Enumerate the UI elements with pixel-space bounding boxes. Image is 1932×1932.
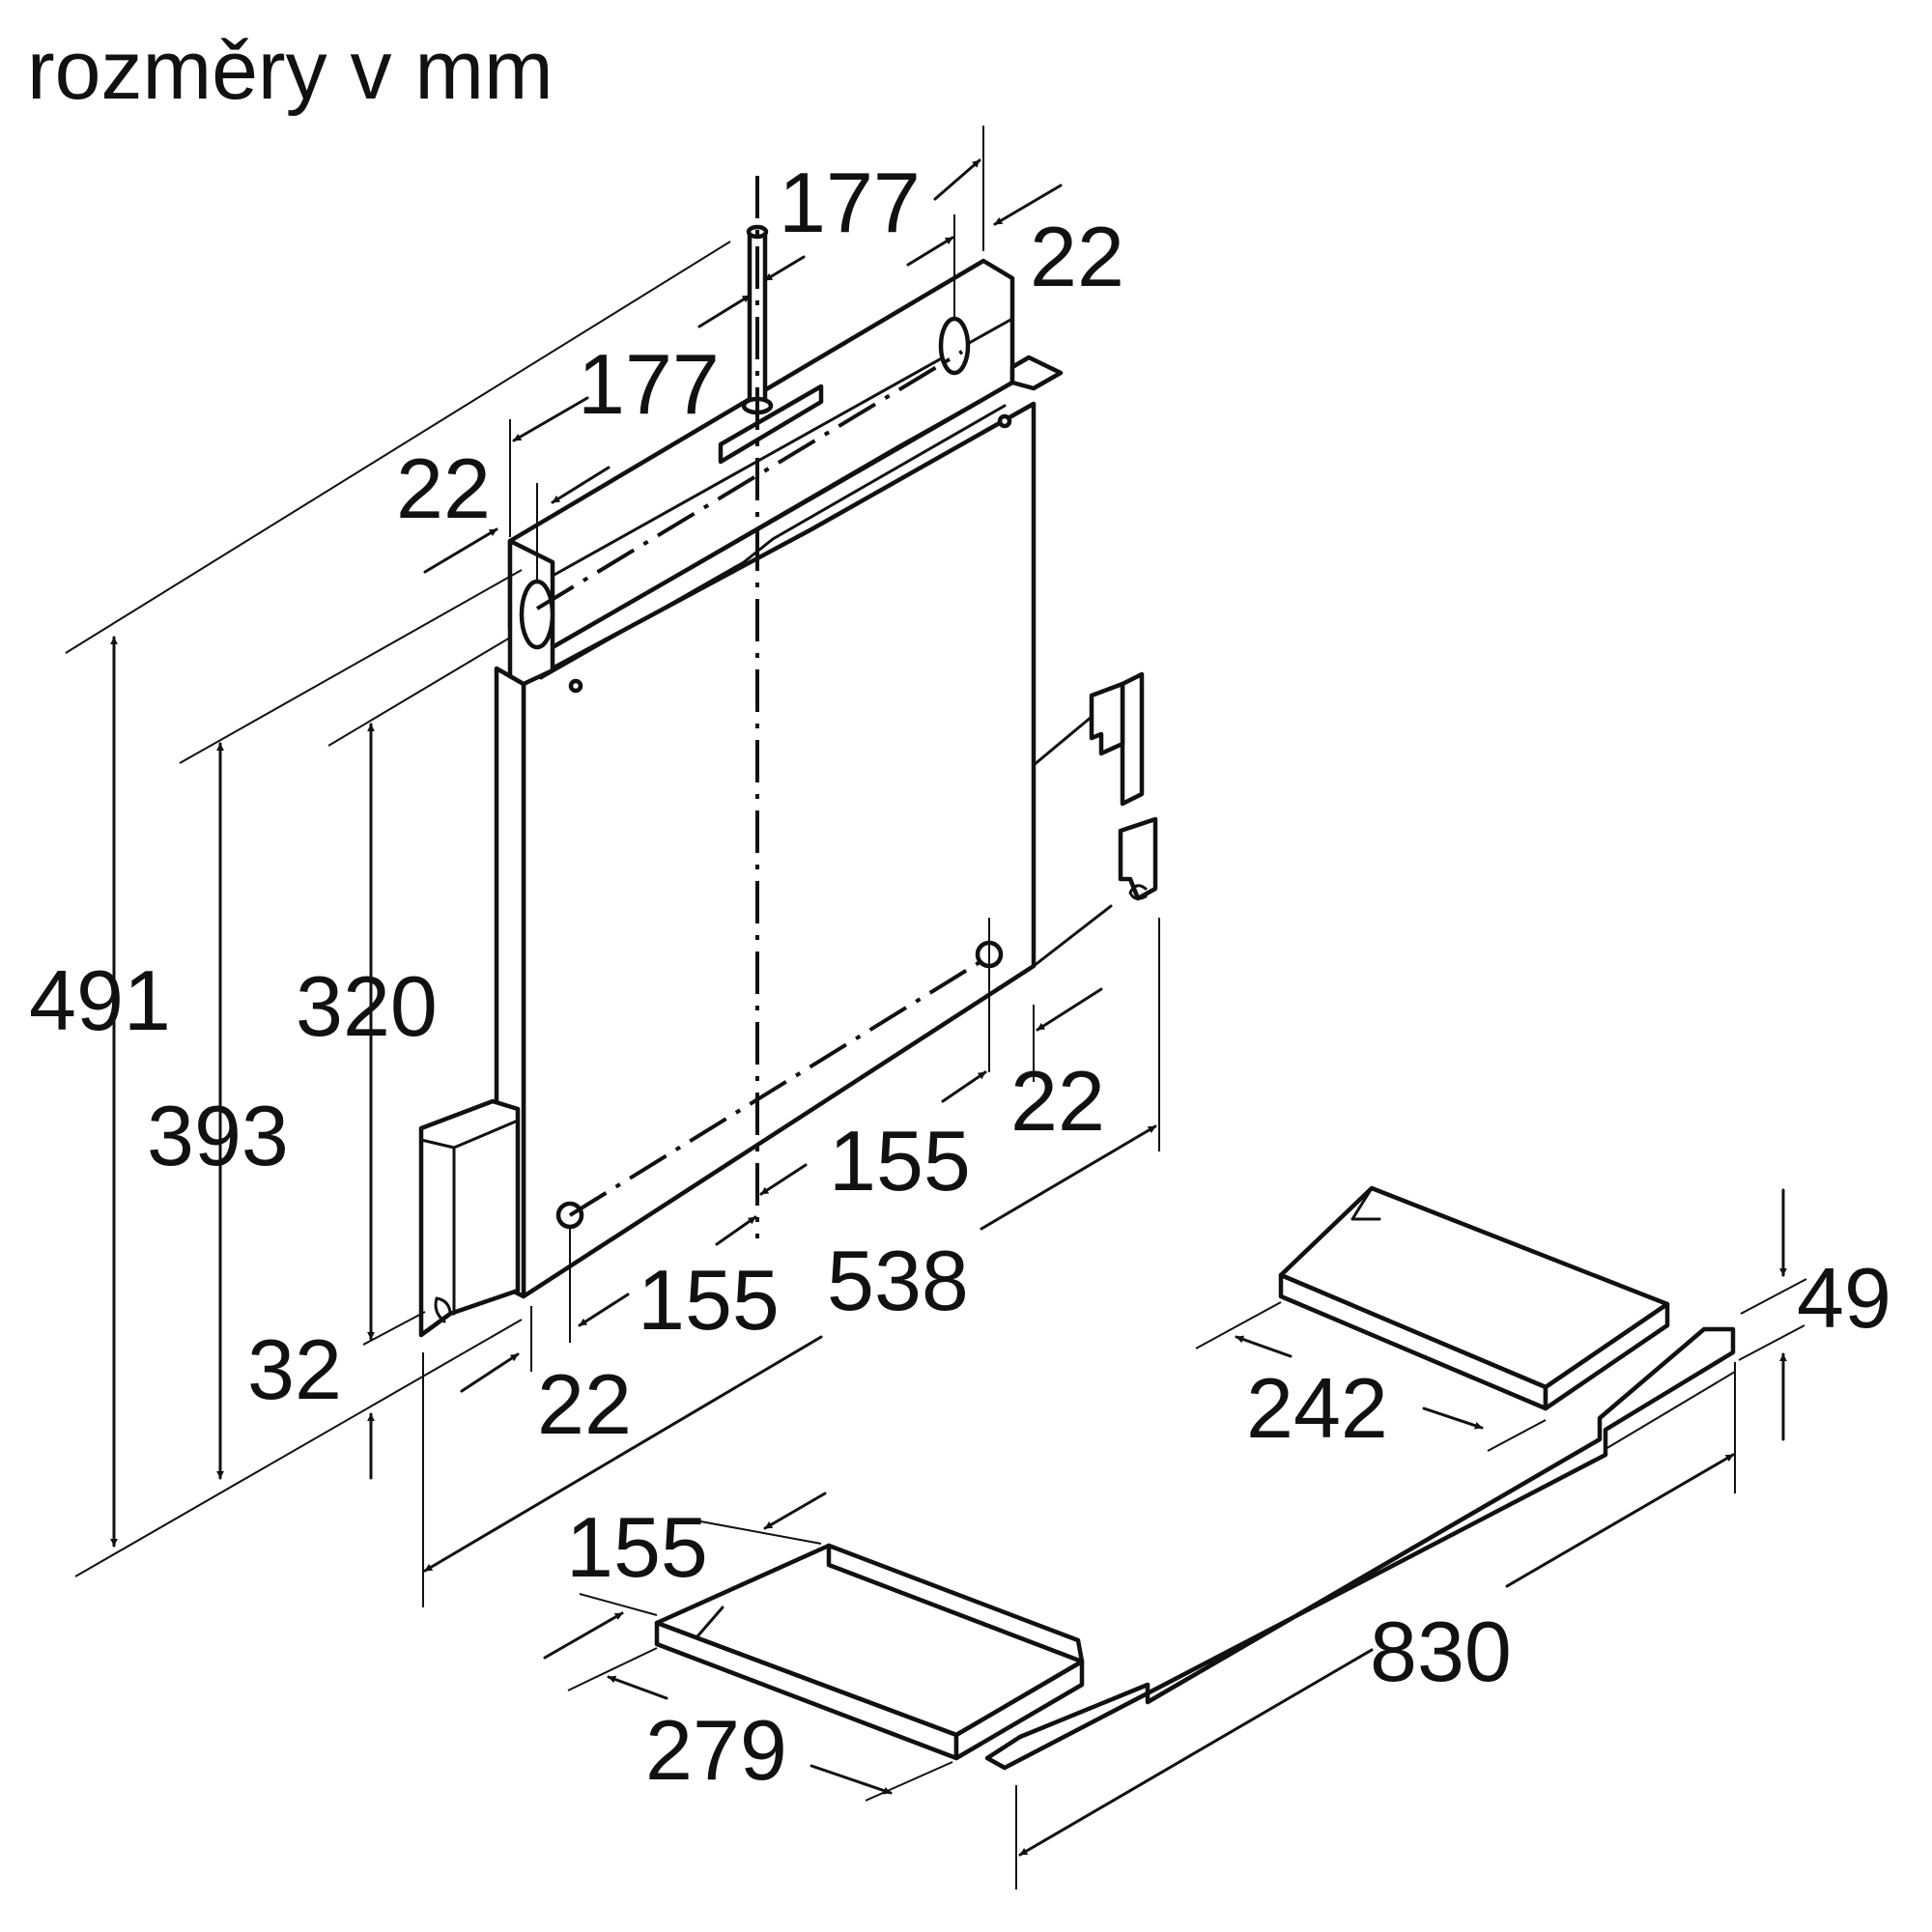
ext-line	[1487, 1419, 1547, 1452]
top-rail-front-edge	[551, 317, 1014, 578]
left-foot-bracket	[418, 1098, 521, 1338]
ext-line	[567, 1647, 658, 1691]
dim-label-49: 49	[1797, 1250, 1891, 1346]
dim-line-177-top	[763, 255, 806, 282]
ext-line	[1605, 1371, 1736, 1450]
dim-line-242	[1235, 1335, 1293, 1358]
dim-line-279	[810, 1764, 893, 1795]
dim-line-22-left-top	[551, 466, 611, 504]
bracket-connector	[1032, 715, 1094, 767]
dim-label-22-left-top: 22	[396, 440, 491, 536]
hook-notch	[1128, 884, 1148, 900]
main-unit	[418, 224, 1158, 1338]
dim-line-538	[423, 1335, 823, 1573]
ext-line	[695, 1520, 822, 1545]
left-oval-hole	[519, 579, 555, 650]
ext-line	[327, 637, 511, 747]
ext-line	[1738, 1324, 1805, 1361]
dim-label-177-top: 177	[779, 155, 921, 250]
right-bracket-slot	[1089, 681, 1125, 756]
panel-279-tab	[696, 1605, 724, 1638]
dim-line-177-left	[512, 396, 589, 442]
dim-line-155-panel	[763, 1492, 827, 1530]
dim-line-22-left-bottom	[460, 1352, 520, 1393]
dim-line-830	[1018, 1648, 1374, 1857]
bracket-connector	[1032, 904, 1113, 968]
dim-label-279: 279	[645, 1702, 787, 1798]
dim-label-22-right-top: 22	[1030, 209, 1124, 304]
dim-line-22-right-bottom	[1036, 987, 1103, 1032]
dim-line-22-left-top	[423, 527, 498, 574]
dim-label-242: 242	[1246, 1360, 1388, 1456]
rail-830-body	[984, 1326, 1736, 1771]
dim-label-155-panel: 155	[566, 1499, 708, 1595]
top-rail-lower-edge	[551, 381, 1014, 649]
dim-line-538	[980, 1124, 1157, 1231]
dim-line-155-lower	[578, 1293, 630, 1327]
panel-279-side	[953, 1659, 1085, 1761]
panel-242-side	[1543, 1301, 1670, 1411]
dim-label-22-right-bottom: 22	[1010, 1053, 1105, 1149]
foot-notch	[434, 1296, 452, 1323]
screw-dot	[568, 678, 583, 694]
panel-242	[1278, 1185, 1670, 1411]
dim-label-22-left-bottom: 22	[537, 1356, 632, 1452]
dim-line-177-top	[906, 236, 954, 267]
dimension-labels: 491 393 320 32 22 22 22 22 177 177 155 1…	[29, 155, 1891, 1798]
top-hole-axis	[535, 350, 964, 611]
ext-line	[865, 1761, 953, 1802]
panel-242-tab	[1350, 1186, 1381, 1221]
rail-right-lip	[1009, 355, 1064, 391]
dim-label-177-left: 177	[578, 336, 720, 432]
dim-label-155-upper: 155	[829, 1113, 971, 1208]
dim-label-393: 393	[147, 1088, 289, 1183]
ext-line	[1195, 1301, 1282, 1350]
dim-label-32: 32	[247, 1321, 342, 1417]
ext-line	[74, 1319, 523, 1577]
dim-line-177-left	[697, 294, 752, 328]
dim-line-155-upper	[759, 1163, 808, 1196]
ext-line	[65, 241, 731, 654]
ext-line	[579, 1593, 658, 1616]
dim-line-22-right-top	[993, 184, 1063, 226]
dim-line-155-panel	[543, 1611, 624, 1660]
right-bracket-upper	[1120, 671, 1145, 807]
ext-line	[362, 1311, 426, 1346]
dim-line-155-upper	[715, 1215, 757, 1246]
ext-line	[179, 569, 523, 764]
ext-line	[1740, 1278, 1807, 1315]
dim-line-242	[1422, 1406, 1484, 1430]
dim-label-538: 538	[827, 1233, 969, 1328]
dim-line-22-right-bottom	[941, 1070, 987, 1103]
panel-279-back-lip	[826, 1543, 1085, 1664]
dim-label-320: 320	[296, 958, 438, 1054]
panel-279	[654, 1543, 1085, 1761]
top-center-bracket	[718, 384, 824, 465]
bottom-hole-axis	[568, 954, 991, 1217]
dim-label-155-lower: 155	[638, 1252, 780, 1348]
right-oval-hole	[938, 316, 971, 376]
dim-label-491: 491	[29, 952, 171, 1048]
dim-line-279	[607, 1675, 668, 1700]
dimension-lines	[65, 126, 1807, 1889]
page-title: rozměry v mm	[27, 24, 554, 117]
left-foot-inner	[419, 1119, 520, 1150]
screw-dot	[997, 413, 1012, 429]
dim-line-830	[1505, 1453, 1735, 1588]
dim-line-22-right-top	[933, 158, 981, 201]
dim-label-830: 830	[1370, 1604, 1512, 1699]
rail-830	[984, 1326, 1736, 1771]
